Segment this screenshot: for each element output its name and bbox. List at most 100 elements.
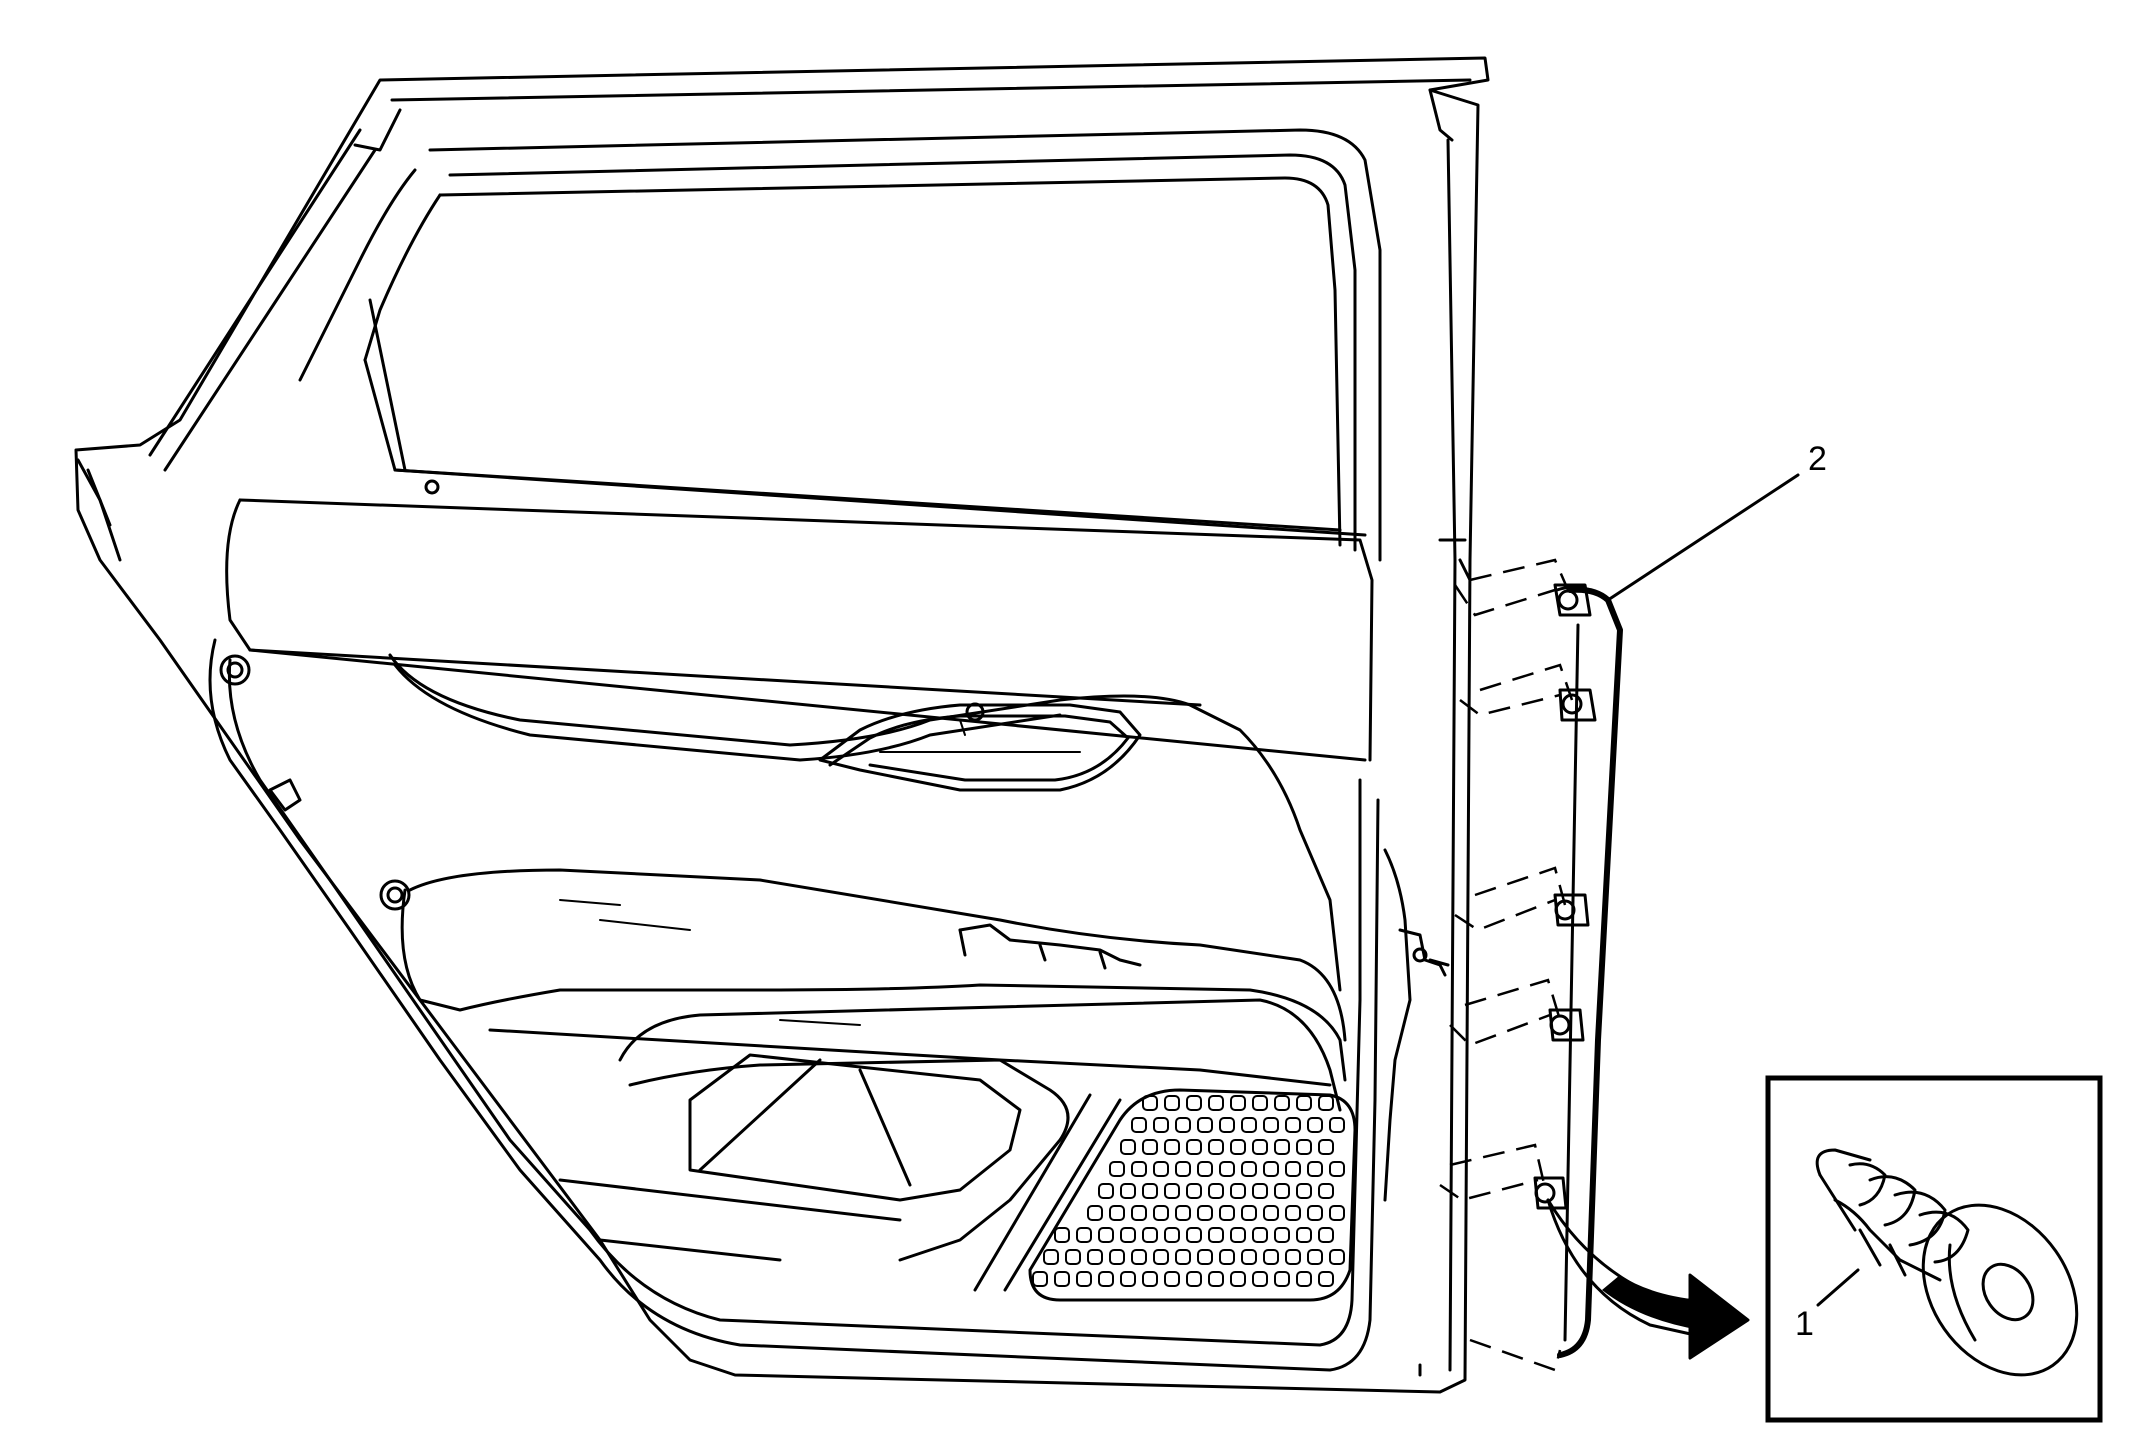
grille-cell	[1175, 1205, 1191, 1221]
grille-cell	[1318, 1227, 1334, 1243]
grille-cell	[1087, 1249, 1103, 1265]
grille-cell	[1252, 1271, 1268, 1287]
grille-cell	[1208, 1183, 1224, 1199]
grille-cell	[1307, 1117, 1323, 1133]
grille-cell	[1318, 1183, 1334, 1199]
armrest-fastener-icon	[379, 879, 411, 911]
grille-cell	[1274, 1271, 1290, 1287]
map-pocket	[488, 1028, 1070, 1262]
grille-cell	[1065, 1249, 1081, 1265]
grille-cell	[1164, 1095, 1180, 1111]
grille-cell	[1241, 1249, 1257, 1265]
grille-cell	[1076, 1227, 1092, 1243]
speaker-grille	[973, 1088, 1357, 1302]
grille-cell	[1296, 1227, 1312, 1243]
grille-cell	[1197, 1205, 1213, 1221]
grille-cell	[1307, 1161, 1323, 1177]
detail-arrow	[1546, 1198, 1750, 1360]
callout-2-label: 2	[1808, 440, 1827, 478]
grille-cell	[1285, 1117, 1301, 1133]
trim-clip-1	[1553, 583, 1592, 617]
grille-cell	[1241, 1161, 1257, 1177]
grille-cell	[1296, 1183, 1312, 1199]
grille-cell	[1054, 1271, 1070, 1287]
grille-cell	[1208, 1139, 1224, 1155]
grille-cell	[1175, 1161, 1191, 1177]
grille-cell	[1230, 1227, 1246, 1243]
grille-cell	[1032, 1271, 1048, 1287]
door-handle-bezel	[388, 653, 1342, 992]
grille-cell	[1230, 1183, 1246, 1199]
grille-cell	[1318, 1139, 1334, 1155]
grille-cell	[1175, 1117, 1191, 1133]
grille-cell	[1142, 1183, 1158, 1199]
grille-cell	[1142, 1139, 1158, 1155]
grille-cell	[1219, 1117, 1235, 1133]
grille-cell	[1120, 1139, 1136, 1155]
grille-cell	[1296, 1271, 1312, 1287]
grille-cell	[1274, 1139, 1290, 1155]
grille-cell	[1109, 1205, 1125, 1221]
grille-cell	[1109, 1249, 1125, 1265]
grille-cell	[1153, 1249, 1169, 1265]
grille-cell	[1263, 1117, 1279, 1133]
grille-cell	[1142, 1271, 1158, 1287]
grille-cell	[1208, 1271, 1224, 1287]
trim-screw-icon	[424, 479, 440, 495]
detail-inset: 1	[1765, 1075, 2103, 1423]
grille-cell	[1219, 1205, 1235, 1221]
trim-clip-2	[1558, 688, 1597, 722]
grille-cell	[1131, 1249, 1147, 1265]
grille-cell	[1219, 1161, 1235, 1177]
grille-cell	[1329, 1161, 1345, 1177]
grille-cell	[1219, 1249, 1235, 1265]
window-frame	[298, 128, 1382, 562]
grille-cell	[1098, 1183, 1114, 1199]
grille-cell	[1252, 1139, 1268, 1155]
grille-cell	[1153, 1205, 1169, 1221]
grille-cell	[1274, 1227, 1290, 1243]
grille-cell	[1164, 1139, 1180, 1155]
grille-cell	[1186, 1095, 1202, 1111]
grille-cell	[1109, 1161, 1125, 1177]
grille-cell	[1252, 1183, 1268, 1199]
callout-2: 2	[1606, 440, 1827, 602]
grille-cell	[1241, 1205, 1257, 1221]
grille-cell	[1164, 1227, 1180, 1243]
grille-cell	[1131, 1205, 1147, 1221]
grille-cell	[1131, 1117, 1147, 1133]
grille-cell	[1098, 1227, 1114, 1243]
grille-cell	[1263, 1249, 1279, 1265]
grille-cell	[1197, 1117, 1213, 1133]
grille-cell	[1208, 1095, 1224, 1111]
grille-cell	[1120, 1183, 1136, 1199]
grille-cell	[1197, 1161, 1213, 1177]
grille-cell	[1296, 1139, 1312, 1155]
trim-strip	[1439, 558, 1623, 1372]
door-outer-frame	[74, 56, 1490, 1394]
grille-cell	[1186, 1271, 1202, 1287]
grille-cell	[1120, 1271, 1136, 1287]
callout-2-leader	[1606, 473, 1800, 602]
grille-cell	[1164, 1271, 1180, 1287]
grille-cell	[1076, 1271, 1092, 1287]
grille-cell	[1241, 1117, 1257, 1133]
grille-cell	[1230, 1139, 1246, 1155]
grille-cell	[1164, 1183, 1180, 1199]
grille-cell	[1307, 1205, 1323, 1221]
grille-cell	[1329, 1205, 1345, 1221]
grille-cell	[1252, 1095, 1268, 1111]
grille-cell	[1098, 1271, 1114, 1287]
detail-inset-frame	[1765, 1075, 2103, 1423]
trim-fastener-icon	[219, 654, 251, 686]
grille-cell	[1230, 1271, 1246, 1287]
grille-cell	[1274, 1095, 1290, 1111]
grille-cell	[1208, 1227, 1224, 1243]
grille-cell	[1329, 1249, 1345, 1265]
grille-cell	[1274, 1183, 1290, 1199]
grille-cell	[1296, 1095, 1312, 1111]
grille-cell	[1252, 1227, 1268, 1243]
speaker-grille-mesh	[1032, 1095, 1345, 1287]
